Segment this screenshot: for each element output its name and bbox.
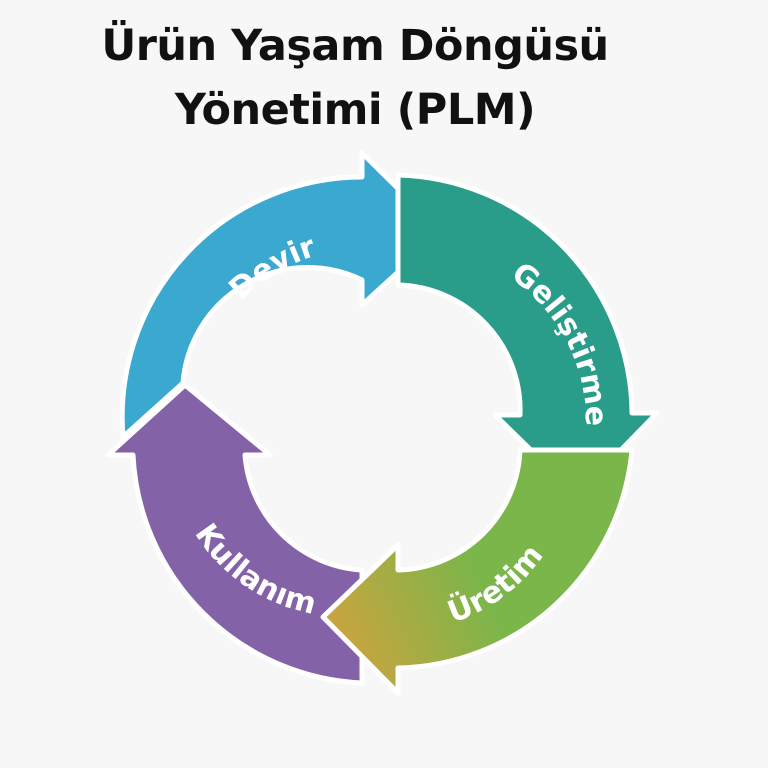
title-line-2: Yönetimi (PLM): [174, 85, 536, 135]
arrow-kullanim: [105, 382, 365, 686]
arrow-uretim: [320, 447, 635, 696]
arrow-devir: [119, 150, 445, 440]
arrow-gelistirme: [395, 172, 660, 498]
title-line-1: Ürün Yaşam Döngüsü: [101, 21, 609, 71]
page-title: Ürün Yaşam Döngüsü Yönetimi (PLM): [0, 14, 710, 142]
